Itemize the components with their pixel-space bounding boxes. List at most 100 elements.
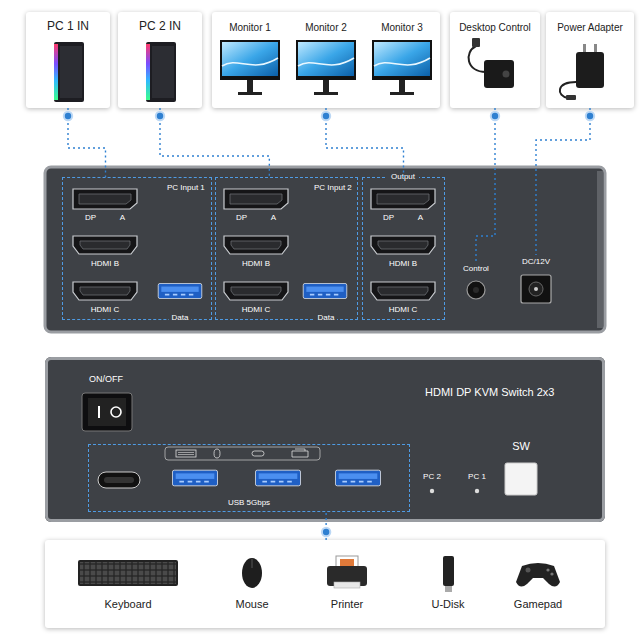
port-group: PC Input 1DP AHDMI BHDMI CData [62, 177, 212, 320]
port-label: HDMI C [221, 305, 291, 314]
peripheral-card: KeyboardMousePrinterU-DiskGamepad [45, 540, 605, 628]
leader-line [476, 108, 495, 262]
port-label: HDMI C [70, 305, 140, 314]
adapter-cable [560, 82, 576, 98]
control-puck [484, 60, 514, 88]
monitor-screen [222, 42, 278, 76]
leader-line [326, 108, 404, 177]
port-label: USB 5Gbps [209, 498, 289, 507]
dc-jack [521, 275, 551, 303]
leader-line [160, 108, 269, 177]
monitor-bezel [372, 40, 432, 80]
control-cable [469, 46, 486, 72]
hdmi-port [224, 282, 288, 300]
printer-tray [334, 582, 360, 588]
pc-side [60, 46, 82, 98]
u-disk [443, 556, 454, 586]
dp-port [371, 189, 435, 209]
screen-wave [222, 58, 278, 66]
pc-light [54, 44, 58, 100]
control-button [503, 71, 510, 78]
monitor-stand [399, 80, 405, 92]
u-disk-plug [445, 586, 452, 592]
jack-hole [473, 287, 479, 293]
gamepad-button [550, 572, 553, 575]
panel-label: PC 1 [464, 472, 490, 481]
leader-dot [491, 112, 499, 120]
printer-paper [336, 556, 358, 570]
monitor-screen [298, 42, 354, 76]
monitor-stand [323, 80, 329, 92]
hdmi-port [371, 282, 435, 300]
device-card: PC 2 IN [118, 12, 202, 108]
pc-side [152, 46, 174, 98]
usb-port [255, 470, 300, 486]
device-card: PC 1 IN [26, 12, 110, 108]
usb-port [158, 283, 202, 298]
front-panel: ON/OFF HDMI DP KVM Switch 2x3 PC 2 PC 1 USB … [45, 357, 605, 522]
usb-port [303, 283, 347, 298]
hdmi-port [224, 236, 288, 254]
monitor-base [238, 92, 262, 95]
control-plug [472, 38, 480, 47]
panel-label: HDMI DP KVM Switch 2x3 [425, 386, 605, 399]
dp-port [73, 189, 137, 209]
control-jack [467, 281, 485, 299]
rear-panel [45, 167, 605, 332]
sw-button [505, 463, 537, 495]
port-label: Data [169, 313, 191, 322]
printer [327, 566, 367, 586]
switch-off-mark [111, 407, 121, 417]
dc-pin [534, 287, 538, 291]
hdmi-port [73, 282, 137, 300]
printer-icon [292, 449, 308, 457]
power-switch [82, 393, 132, 431]
panel-label: ON/OFF [76, 374, 136, 384]
usb-port [335, 470, 380, 486]
card-label: Power Adapter [547, 22, 633, 34]
port-label: DP A [368, 213, 438, 222]
adapter-body [576, 52, 604, 88]
icon-strip [165, 447, 320, 460]
port-label: DC/12V [512, 257, 560, 266]
panel-edge [597, 171, 603, 328]
button-label: SW [501, 440, 541, 453]
screen-wave [374, 58, 430, 66]
monitor-screen [374, 42, 430, 76]
monitor-bezel [220, 40, 280, 80]
port-label: Control [452, 264, 500, 273]
led [475, 489, 479, 493]
port-label: HDMI B [70, 259, 140, 268]
keyboard-icon [176, 450, 196, 457]
leader-dot [322, 528, 330, 536]
monitor-label: Monitor 2 [290, 22, 362, 34]
usbc-port [98, 472, 140, 488]
port-label: DP A [70, 213, 140, 222]
leader-line [536, 108, 590, 255]
gamepad-stick [526, 568, 531, 573]
keyboard-keys [178, 453, 194, 455]
dp-port [224, 189, 288, 209]
device-label: U-Disk [418, 598, 478, 611]
edge-group [64, 108, 594, 540]
port-label: HDMI C [368, 305, 438, 314]
port-label: Data [315, 313, 337, 322]
switch-rocker [88, 398, 126, 426]
panel-label: PC 2 [419, 472, 445, 481]
control-port: Control [452, 262, 500, 304]
monitor-label: Monitor 3 [366, 22, 438, 34]
gamepad-button [546, 568, 549, 571]
port-group: PC Input 2DP AHDMI BHDMI CData [215, 177, 358, 320]
adapter-prong [594, 44, 597, 54]
pc-tower [54, 42, 84, 102]
port-group: OutputDP AHDMI BHDMI C [362, 177, 445, 320]
monitor-base [390, 92, 414, 95]
card-label: Desktop Control [451, 22, 539, 34]
mouse-split [252, 559, 253, 568]
port-label: HDMI B [221, 259, 291, 268]
keyboard-keys [80, 562, 176, 584]
port-label: HDMI B [368, 259, 438, 268]
